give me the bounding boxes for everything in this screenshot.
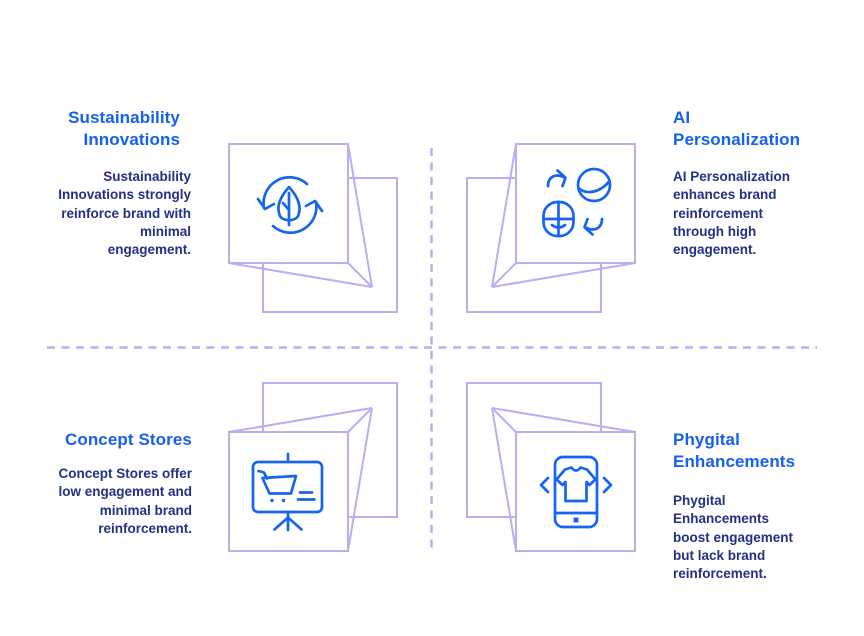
presentation-cart-icon [251,452,324,532]
phone-tshirt-icon [539,455,613,529]
mouse-globe-sync-icon [542,167,612,238]
phygital-enhancements-title: Phygital Enhancements [673,430,796,471]
sustainability-innovations-description: Sustainability Innovations strongly rein… [58,169,191,258]
recycle-leaf-icon [256,175,324,235]
cube-illustration-top-right [466,143,636,313]
cube-illustration-bottom-right [466,382,636,552]
ai-personalization-title: AI Personalization [673,108,801,149]
concept-stores-description: Concept Stores offer low engagement and … [58,466,192,536]
ai-personalization-description: AI Personalization enhances brand reinfo… [673,169,791,258]
concept-stores-title: Concept Stores [64,430,192,449]
phygital-enhancements-description: Phygital Enhancements boost engagement b… [673,493,794,582]
sustainability-innovations-title: Sustainability Innovations [68,108,180,149]
cube-illustration-top-left [228,143,398,313]
